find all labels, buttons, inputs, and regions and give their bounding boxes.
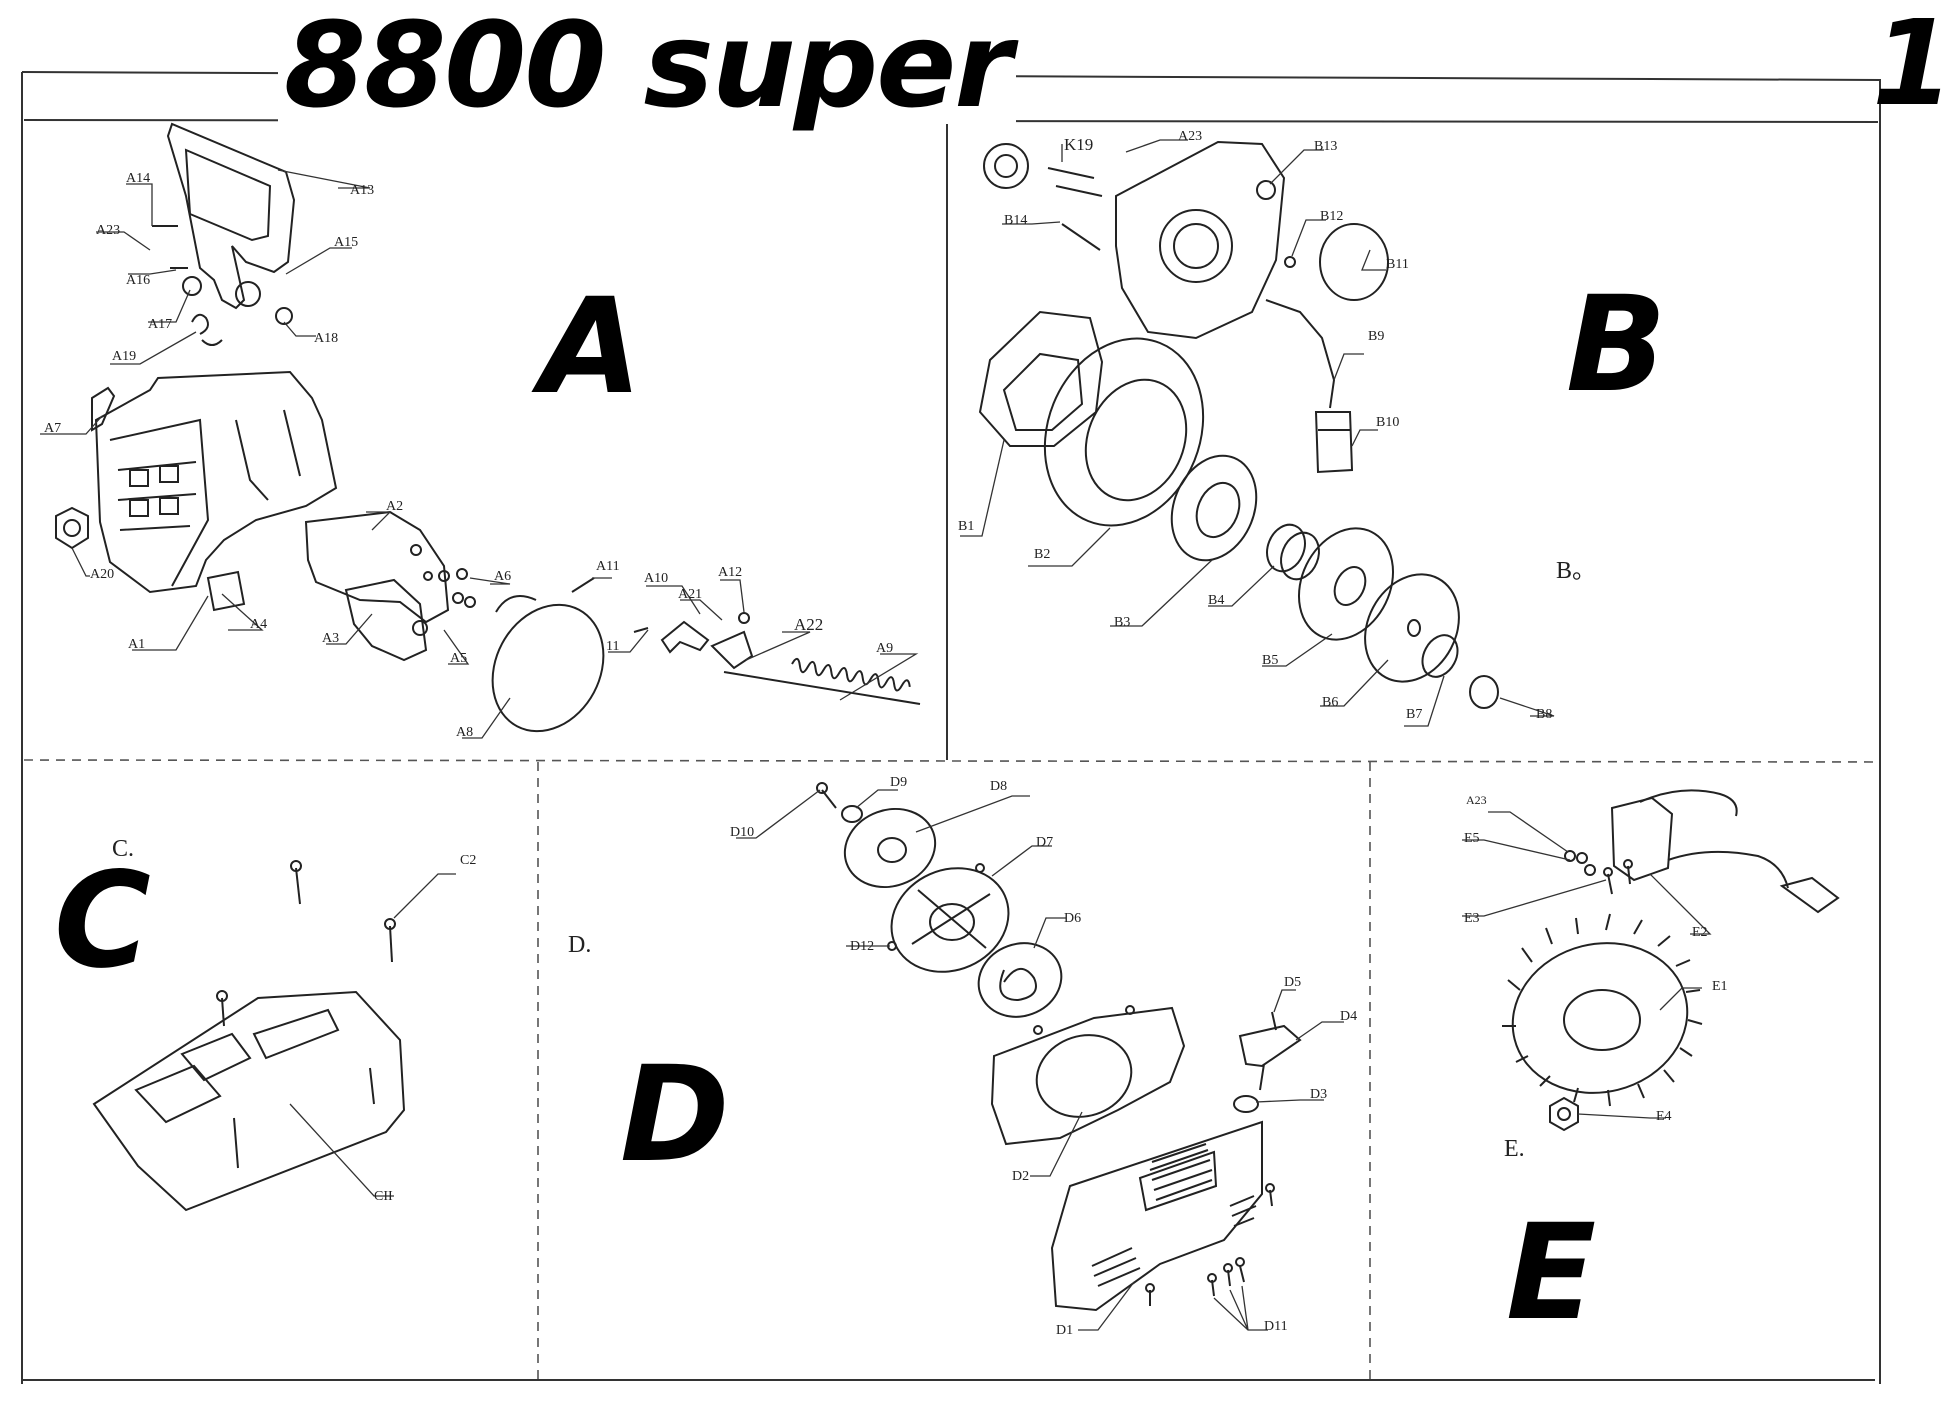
part-label-d2: D2 [1012,1169,1029,1184]
part-label-e-a23: A23 [1466,793,1487,807]
part-label-a20: A20 [90,567,114,582]
part-label-a16: A16 [126,273,150,288]
part-label-b-a23: A23 [1178,129,1202,144]
part-label-b6: B6 [1322,695,1338,710]
part-label-a18: A18 [314,331,338,346]
part-label-b7: B7 [1406,707,1422,722]
part-label-e4: E4 [1656,1109,1672,1124]
part-label-a12: A12 [718,565,742,580]
section-e-letter: E [1506,1196,1596,1350]
part-label-b14: B14 [1004,213,1027,228]
part-label-a7: A7 [44,421,61,436]
part-label-a10: A10 [644,571,668,586]
part-label-k19: K19 [1064,135,1093,154]
part-label-a23: A23 [96,223,120,238]
part-label-a5: A5 [450,651,467,666]
section-d-letter: D [620,1038,730,1192]
part-label-b2: B2 [1034,547,1050,562]
part-label-d9: D9 [890,775,907,790]
part-label-a22: A22 [794,615,823,634]
part-label-e2: E2 [1692,925,1708,940]
part-label-a6: A6 [494,569,511,584]
section-letters: A B C D E [54,268,1667,1350]
section-d-drawings [816,782,1302,1312]
page-title: 8800 super [278,6,1017,124]
section-c-letter: C [54,844,151,998]
section-a-drawings [55,122,921,733]
part-label-a2: A2 [386,499,403,514]
part-label-b3: B3 [1114,615,1130,630]
part-label-d3: D3 [1310,1087,1327,1102]
section-c-drawings [92,860,406,1212]
part-label-b10: B10 [1376,415,1399,430]
part-label-e1: E1 [1712,979,1728,994]
part-label-11: 11 [606,639,619,654]
section-dividers [23,759,1879,1380]
part-label-a15: A15 [334,235,358,250]
part-label-b1: B1 [958,519,974,534]
part-label-d1: D1 [1056,1323,1073,1338]
section-e-caption: E. [1504,1136,1525,1162]
part-label-d4: D4 [1340,1009,1357,1024]
part-label-d7: D7 [1036,835,1053,850]
part-label-a19: A19 [112,349,136,364]
page-number: 1 [1872,0,1946,132]
part-label-a9: A9 [876,641,893,656]
section-e-drawings [1502,789,1840,1132]
part-label-e5: E5 [1464,831,1480,846]
part-label-d6: D6 [1064,911,1081,926]
part-labels: A1 A2 A3 A4 A5 A6 A7 A8 A9 A10 A11 11 A1… [44,129,1728,1338]
part-label-b13: B13 [1314,139,1337,154]
section-d-caption: D. [568,932,591,958]
part-label-b12: B12 [1320,209,1343,224]
section-b-drawings [978,140,1499,709]
section-captions: B。 C. D. E. [112,558,1596,1162]
part-label-cii: CII [374,1189,393,1204]
part-label-a4: A4 [250,617,267,632]
part-label-b9: B9 [1368,329,1384,344]
part-label-b11: B11 [1386,257,1409,272]
part-label-d5: D5 [1284,975,1301,990]
part-label-b5: B5 [1262,653,1278,668]
part-label-a13: A13 [350,183,374,198]
part-label-a3: A3 [322,631,339,646]
part-label-a14: A14 [126,171,150,186]
part-label-d11: D11 [1264,1319,1288,1334]
part-label-a1: A1 [128,637,145,652]
part-label-a8: A8 [456,725,473,740]
part-label-a17: A17 [148,317,172,332]
section-a-letter: A [531,270,642,424]
part-label-b8: B8 [1536,707,1552,722]
part-label-e3: E3 [1464,911,1480,926]
part-label-a21: A21 [678,587,702,602]
section-b-letter: B [1566,268,1667,422]
part-label-d10: D10 [730,825,754,840]
part-label-a11: A11 [596,559,620,574]
leader-lines [40,139,1712,1331]
part-label-c2: C2 [460,853,476,868]
part-label-d12: D12 [850,939,874,954]
part-label-d8: D8 [990,779,1007,794]
section-c-caption: C. [112,836,134,862]
section-b-caption: B。 [1556,558,1596,584]
part-label-b4: B4 [1208,593,1224,608]
